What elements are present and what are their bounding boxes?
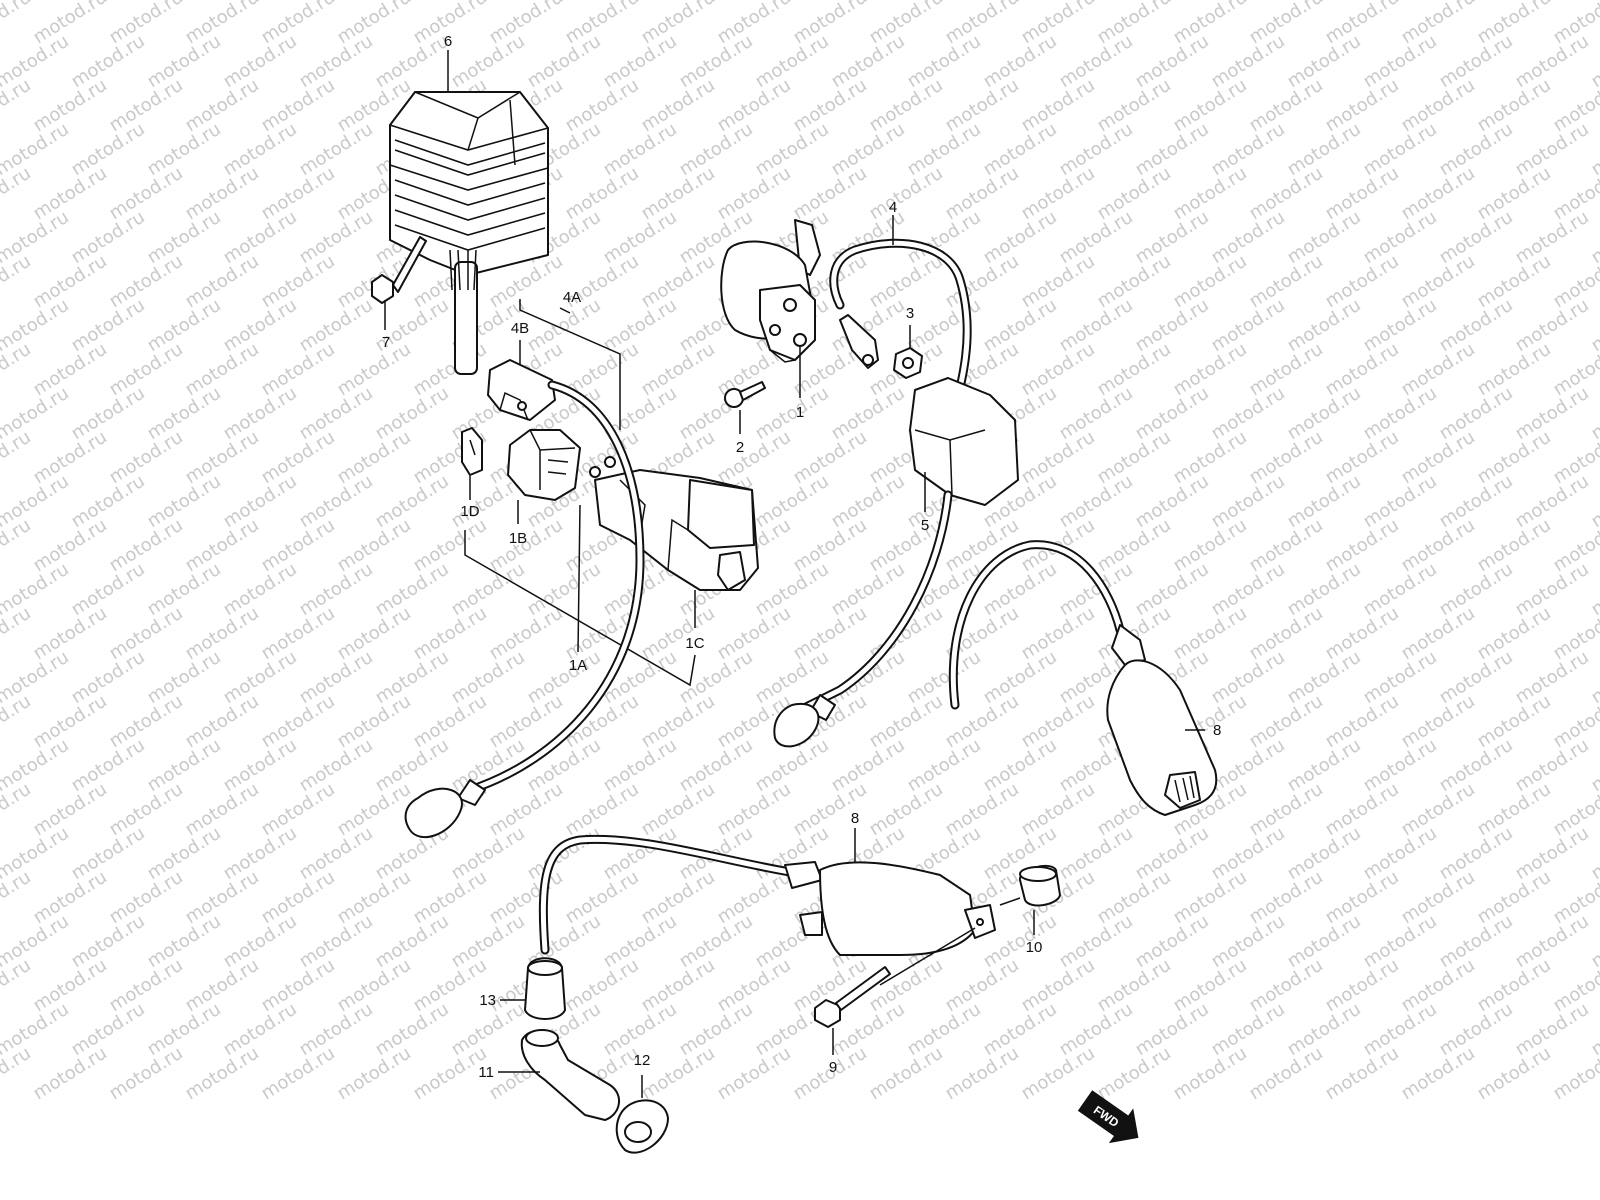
plug-cap-center[interactable] <box>773 694 836 748</box>
label-8-upper: 8 <box>1213 722 1221 739</box>
label-13: 13 <box>479 992 496 1009</box>
label-5: 5 <box>921 517 929 534</box>
label-1C: 1C <box>685 635 704 652</box>
label-11: 11 <box>478 1064 494 1081</box>
label-4B: 4B <box>511 320 529 337</box>
label-1B: 1B <box>509 530 527 547</box>
connector-1d[interactable] <box>461 427 483 476</box>
nut-3[interactable] <box>893 347 923 379</box>
label-6: 6 <box>444 33 452 50</box>
label-9: 9 <box>829 1059 837 1076</box>
fwd-arrow-icon: FWD <box>1077 1090 1139 1144</box>
regulator-rectifier[interactable] <box>389 91 549 375</box>
cover-5[interactable] <box>909 377 1019 506</box>
plug-cap-11[interactable] <box>520 1029 620 1121</box>
starter-relay[interactable] <box>720 219 821 363</box>
seal-12[interactable] <box>615 1099 669 1154</box>
label-8-lower: 8 <box>851 810 859 827</box>
bolt-9[interactable] <box>814 966 891 1028</box>
sleeve-10[interactable] <box>1019 864 1061 907</box>
ignition-coil-8-lower[interactable] <box>784 861 996 956</box>
label-1D: 1D <box>460 503 479 520</box>
ring-terminal[interactable] <box>839 314 879 369</box>
label-10: 10 <box>1026 939 1043 956</box>
connector-4b[interactable] <box>487 359 556 421</box>
connector-1b[interactable] <box>507 429 616 501</box>
label-4: 4 <box>889 199 897 216</box>
label-7: 7 <box>382 334 390 351</box>
bolt-7[interactable] <box>371 236 427 304</box>
ignition-coil-1c[interactable] <box>594 469 759 591</box>
label-2: 2 <box>736 439 744 456</box>
plug-cap-left[interactable] <box>404 779 486 839</box>
screw-2[interactable] <box>724 381 766 408</box>
label-3: 3 <box>906 305 914 322</box>
label-12: 12 <box>634 1052 651 1069</box>
label-1: 1 <box>796 404 804 421</box>
ignition-coil-8-upper[interactable] <box>1106 624 1218 816</box>
label-4A: 4A <box>563 289 581 306</box>
label-1A: 1A <box>569 657 587 674</box>
grommet-13[interactable] <box>524 957 566 1020</box>
